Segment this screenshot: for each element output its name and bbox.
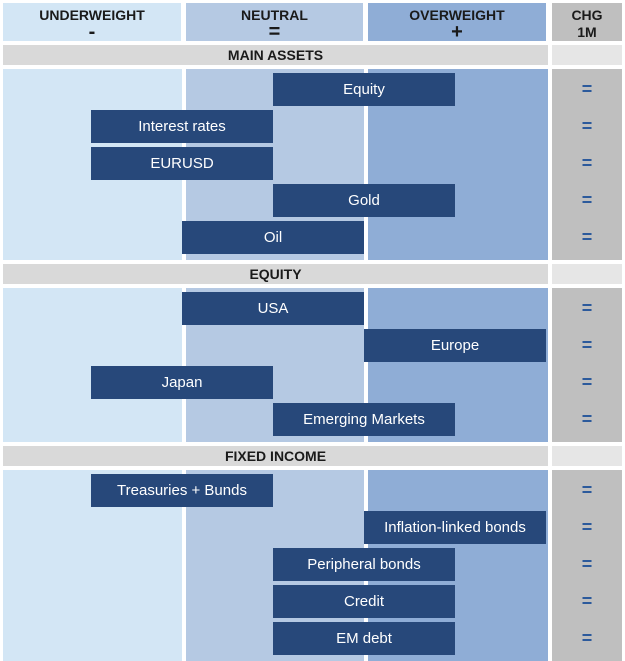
chg-marker: = xyxy=(581,554,593,574)
chg-marker: = xyxy=(581,335,593,355)
chg-marker: = xyxy=(581,517,593,537)
overweight-sign: + xyxy=(451,21,463,43)
section-chg-band xyxy=(552,446,622,466)
section-chg-band xyxy=(552,45,622,65)
position-bar: EURUSD xyxy=(91,147,273,180)
separator-right xyxy=(364,69,368,260)
underweight-sign: - xyxy=(88,21,96,43)
chg-marker: = xyxy=(581,591,593,611)
chg-column-bg xyxy=(552,288,622,442)
chg-column-bg xyxy=(552,69,622,260)
position-bar: Japan xyxy=(91,366,273,399)
position-bar: Gold xyxy=(273,184,455,217)
header-chg: CHG 1M xyxy=(552,3,622,41)
chg-marker: = xyxy=(581,79,593,99)
position-bar: Credit xyxy=(273,585,455,618)
position-bar: Emerging Markets xyxy=(273,403,455,436)
chg-marker: = xyxy=(581,116,593,136)
separator-left xyxy=(182,470,186,661)
position-bar: Treasuries + Bunds xyxy=(91,474,273,507)
position-bar: Interest rates xyxy=(91,110,273,143)
position-bar: Oil xyxy=(182,221,364,254)
header-underweight: UNDERWEIGHT - xyxy=(3,3,181,43)
chg-column-bg xyxy=(552,470,622,661)
neutral-sign: = xyxy=(268,21,281,43)
chg-marker: = xyxy=(581,628,593,648)
chg-marker: = xyxy=(581,480,593,500)
position-bar: USA xyxy=(182,292,364,325)
position-bar: Inflation-linked bonds xyxy=(364,511,546,544)
position-bar: EM debt xyxy=(273,622,455,655)
chg-marker: = xyxy=(581,298,593,318)
overweight-label: OVERWEIGHT xyxy=(409,7,505,23)
neutral-label: NEUTRAL xyxy=(241,7,308,23)
header-overweight: OVERWEIGHT + xyxy=(368,3,546,43)
position-bar: Europe xyxy=(364,329,546,362)
chg-label-line1: CHG xyxy=(571,7,603,23)
header-neutral: NEUTRAL = xyxy=(186,3,363,43)
section-header: FIXED INCOME xyxy=(3,446,548,466)
separator-right xyxy=(364,288,368,442)
chg-marker: = xyxy=(581,409,593,429)
section-header: MAIN ASSETS xyxy=(3,45,548,65)
chg-marker: = xyxy=(581,227,593,247)
position-bar: Equity xyxy=(273,73,455,106)
chg-marker: = xyxy=(581,153,593,173)
position-bar: Peripheral bonds xyxy=(273,548,455,581)
section-header: EQUITY xyxy=(3,264,548,284)
chg-label-line2: 1M xyxy=(577,24,597,40)
underweight-label: UNDERWEIGHT xyxy=(39,7,145,23)
chg-marker: = xyxy=(581,372,593,392)
chg-marker: = xyxy=(581,190,593,210)
separator-left xyxy=(182,288,186,442)
underweight-column-bg xyxy=(3,288,184,442)
section-chg-band xyxy=(552,264,622,284)
